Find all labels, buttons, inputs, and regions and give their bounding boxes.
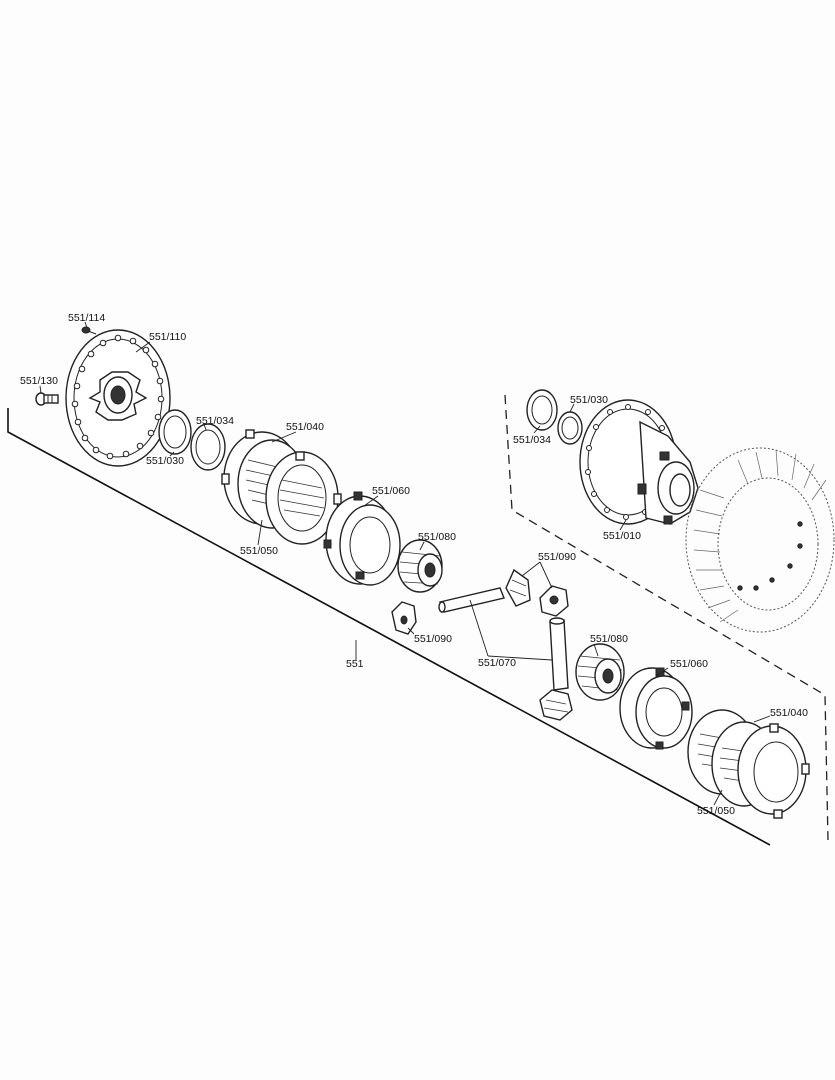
pinion-gear-upper — [539, 585, 569, 617]
label-551-130: 551/130 — [20, 375, 58, 387]
pinion-gear-bottom — [539, 689, 573, 721]
label-551-050-right: 551/050 — [697, 805, 735, 817]
label-551-090-upper: 551/090 — [538, 551, 576, 563]
pressure-ring-right — [619, 667, 693, 750]
clutch-pack-right — [687, 709, 810, 819]
assembly-baseline — [7, 408, 771, 846]
pressure-ring-left — [323, 491, 401, 586]
thrust-washer-right — [526, 389, 558, 431]
leader-lines — [39, 321, 771, 806]
clutch-disc-hatching-right — [279, 479, 325, 517]
differential-housing — [579, 399, 699, 525]
ring-gear-bolt-holes — [737, 521, 803, 591]
thrust-washer-left — [190, 423, 226, 471]
part-labels: 551/114 551/110 551/130 551/034 551/030 … — [20, 312, 808, 817]
label-551-050-left: 551/050 — [240, 545, 278, 557]
ring-gear — [685, 447, 835, 633]
side-gear-right — [575, 643, 625, 701]
shim-ring-right — [557, 411, 583, 445]
label-551-110: 551/110 — [149, 331, 186, 343]
label-551-080-left: 551/080 — [418, 531, 456, 543]
cross-shaft-vertical — [549, 617, 569, 691]
flange-bolt-holes — [71, 334, 165, 460]
label-551-040-right: 551/040 — [770, 707, 808, 719]
clutch-pack-left — [221, 429, 342, 545]
label-551-080-right: 551/080 — [590, 633, 628, 645]
flange-plate — [65, 329, 171, 467]
shim-ring-left — [158, 409, 192, 455]
cross-shaft-horizontal — [438, 587, 505, 613]
label-551-040-left: 551/040 — [286, 421, 324, 433]
label-551-034-left: 551/034 — [196, 415, 234, 427]
label-551-060-left: 551/060 — [372, 485, 410, 497]
side-gear-left — [397, 539, 443, 593]
label-551-090-lower: 551/090 — [414, 633, 452, 645]
label-551-060-right: 551/060 — [670, 658, 708, 670]
screw — [35, 392, 59, 406]
pinion-gear-lower — [391, 601, 417, 635]
label-551-010: 551/010 — [603, 530, 641, 542]
small-bolt — [81, 326, 97, 335]
pinion-gear-shaft — [505, 568, 531, 607]
label-551-114: 551/114 — [68, 312, 105, 324]
label-551-034-right: 551/034 — [513, 434, 551, 446]
label-551-070: 551/070 — [478, 657, 516, 669]
label-551: 551 — [346, 658, 364, 670]
label-551-030-left: 551/030 — [146, 455, 184, 467]
label-551-030-right: 551/030 — [570, 394, 608, 406]
